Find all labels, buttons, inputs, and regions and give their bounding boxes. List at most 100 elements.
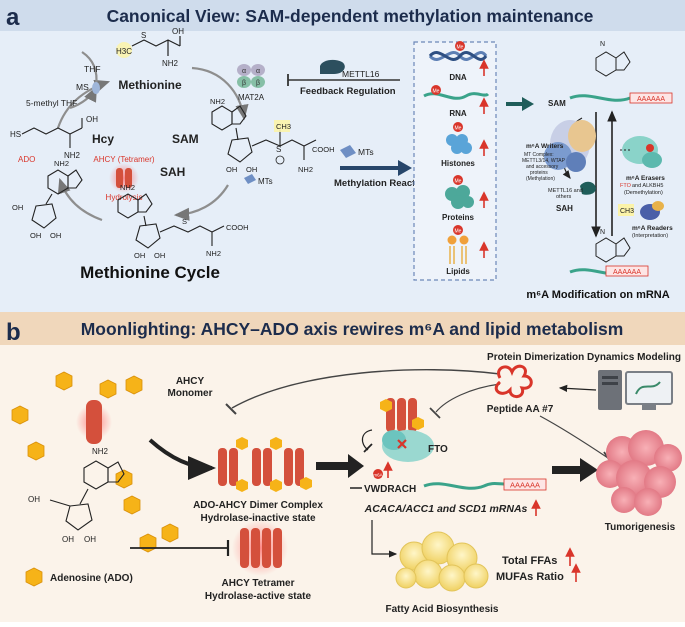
- substrate-histones-label: Histones: [441, 159, 475, 168]
- eraser-m6a-badge: [646, 144, 654, 152]
- fto-block-x: [397, 439, 407, 449]
- dna-me-badge: [455, 41, 465, 51]
- mat2a-beta-2: β: [256, 80, 260, 87]
- sam-plus-charge: [275, 155, 285, 165]
- sah-cooh: COOH: [226, 223, 249, 232]
- rna-me-text: Me: [433, 89, 440, 95]
- polya-top-box: [629, 92, 673, 104]
- ado-a-oh-2: OH: [50, 231, 61, 240]
- lipid-icon: [447, 235, 469, 264]
- reader-icon: [640, 201, 664, 220]
- mettl16-others-1: METTL16 and: [548, 188, 583, 194]
- dna-me-text: Me: [457, 45, 464, 51]
- erasers-sub: (Demethylation): [624, 190, 663, 196]
- motif-label: VWDRACH: [364, 484, 416, 495]
- hcy-label: Hcy: [92, 132, 114, 146]
- methionine-nh2: NH2: [162, 59, 179, 68]
- polya-b: AAAAAA: [510, 481, 540, 490]
- complex-to-fto-arrow: [316, 454, 364, 478]
- methylation-label: Methylation Reaction: [334, 178, 430, 189]
- mts-small-label: MTs: [258, 177, 273, 186]
- histone-icon: [446, 134, 472, 154]
- substrate-dna-label: DNA: [449, 73, 467, 82]
- methylation-arrow: [340, 160, 412, 176]
- mts-small-icon: [244, 174, 256, 184]
- panel-b-header-bar: [0, 312, 685, 345]
- erasers-and: and ALKBH5: [632, 183, 664, 189]
- sam-ch3: CH3: [276, 122, 291, 131]
- histone-me-badge: [453, 122, 463, 132]
- ado-label-a: ADO: [18, 155, 35, 164]
- mts-icon: [340, 145, 356, 158]
- m6a-ch3: CH3: [620, 208, 634, 215]
- ado-a-nh2: NH2: [54, 159, 69, 168]
- panel-a-header-bar: [0, 0, 685, 31]
- polya-bottom: AAAAAA: [613, 269, 641, 276]
- ado-structure-a: [31, 169, 83, 229]
- hcy-structure: [21, 118, 83, 148]
- mat2a-label: MAT2A: [238, 93, 265, 102]
- m6a-methyl-highlight: [618, 204, 634, 216]
- ahcy-monomer-label-1: AHCY: [176, 376, 205, 387]
- m6a-bottom-n: N: [600, 229, 605, 236]
- ms-enzyme-icon: [92, 82, 100, 94]
- ahcy-tetramer-active-icon: [240, 528, 282, 568]
- fto-inhibit-curve: [361, 429, 373, 451]
- mufas-label: MUFAs Ratio: [496, 571, 564, 583]
- hydrolase-inactive-label: Hydrolase-inactive state: [200, 513, 315, 524]
- polya-bottom-box: [605, 265, 649, 277]
- ado-b-oh-1: OH: [62, 535, 74, 544]
- writers-line-5: (Methylation): [526, 176, 555, 182]
- substrate-proteins-label: Proteins: [442, 213, 475, 222]
- methyl-highlight: [116, 42, 132, 58]
- panel-b-letter: b: [6, 319, 21, 346]
- protein-icon: [445, 185, 474, 209]
- sah-structure: [117, 193, 225, 249]
- methionine-oh: OH: [172, 27, 184, 36]
- to-fab-arrow: [371, 520, 398, 558]
- tetramer-label-1: AHCY Tetramer: [222, 578, 295, 589]
- peptide-inhibit-bar: [225, 403, 237, 415]
- mettl16-small-icon: [580, 181, 596, 195]
- mat2a-icon: [237, 64, 265, 88]
- ahcy-monomer-label-2: Monomer: [168, 388, 213, 399]
- polya-top: AAAAAA: [637, 96, 665, 103]
- total-ffas-label: Total FFAs: [502, 555, 557, 567]
- ado-ahcy-dimer-complex: [218, 437, 312, 492]
- feedback-label: Feedback Regulation: [300, 86, 396, 97]
- sah-oh-2: OH: [154, 251, 165, 260]
- sam-structure: [211, 105, 317, 163]
- sah-s: S: [182, 217, 187, 226]
- dimer-complex-label: ADO-AHCY Dimer Complex: [193, 500, 323, 511]
- adenine-top-structure: [595, 51, 631, 77]
- to-m6a-arrow: [506, 97, 534, 111]
- sah-nh2: NH2: [120, 183, 135, 192]
- protein-me-text: Me: [455, 179, 462, 185]
- readers-sub: (Interpretation): [632, 233, 668, 239]
- fab-label: Fatty Acid Biosynthesis: [386, 604, 499, 615]
- mat2a-alpha-2: α: [256, 68, 260, 75]
- modeling-to-peptide-arrow: [558, 384, 597, 392]
- writers-line-2: METTL3/14, WTAP: [522, 158, 566, 164]
- ado-b-oh-2: OH: [84, 535, 96, 544]
- tumor-cluster: [596, 430, 682, 516]
- m6a-badge-text: m6A: [373, 473, 382, 478]
- lipid-me-text: Me: [455, 229, 462, 235]
- m6a-sah-label: SAH: [556, 204, 573, 213]
- substrate-rna-label: RNA: [449, 109, 467, 118]
- writers-title: m⁶A Writers: [526, 143, 564, 150]
- sam-cooh: COOH: [312, 145, 335, 154]
- methyl-thf-label: 5-methyl THF: [26, 98, 77, 108]
- hcy-hs: HS: [10, 130, 21, 139]
- panel-a-title: Canonical View: SAM-dependent methylatio…: [107, 6, 594, 26]
- writers-line-4: proteins: [530, 170, 548, 176]
- sam-nh2: NH2: [210, 97, 225, 106]
- sah-nh2-tail: NH2: [206, 249, 221, 258]
- erasers-fto: FTO: [620, 183, 632, 189]
- substrate-lipids-label: Lipids: [446, 267, 470, 276]
- to-tumor-arrow: [552, 458, 598, 482]
- peptide-fto-bar: [429, 407, 441, 419]
- sah-label: SAH: [160, 165, 185, 179]
- ado-b-ho: OH: [28, 495, 40, 504]
